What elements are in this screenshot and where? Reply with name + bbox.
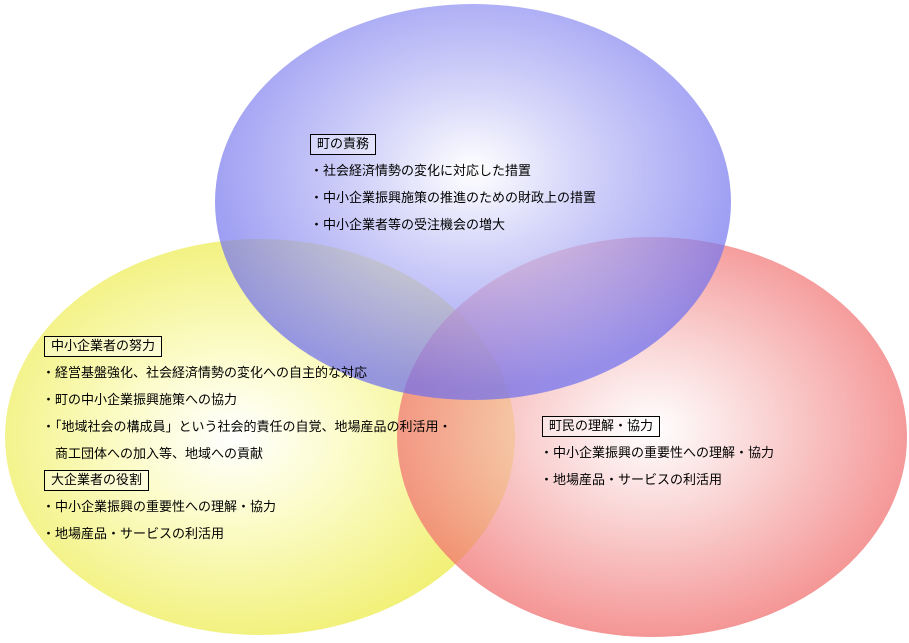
residents-item-2: ・地場産品・サービスの利活用 <box>540 473 723 488</box>
town-block: 町の責務 ・社会経済情勢の変化に対応した措置 ・中小企業振興施策の推進のための財… <box>310 133 596 239</box>
residents-block: 町民の理解・協力 ・中小企業振興の重要性への理解・協力 ・地場産品・サービスの利… <box>540 415 775 494</box>
town-item-2: ・中小企業振興施策の推進のための財政上の措置 <box>310 191 597 206</box>
town-title: 町の責務 <box>310 134 377 155</box>
residents-title: 町民の理解・協力 <box>542 416 661 437</box>
large-block: 大企業者の役割 ・中小企業振興の重要性への理解・協力 ・地場産品・サービスの利活… <box>42 469 277 548</box>
sme-block: 中小企業者の努力 ・経営基盤強化、社会経済情勢の変化への自主的な対応 ・町の中小… <box>42 335 452 468</box>
large-item-1: ・中小企業振興の重要性への理解・協力 <box>42 500 277 515</box>
sme-title: 中小企業者の努力 <box>44 336 163 357</box>
large-title: 大企業者の役割 <box>44 470 150 491</box>
town-item-1: ・社会経済情勢の変化に対応した措置 <box>310 164 532 179</box>
sme-item-1: ・経営基盤強化、社会経済情勢の変化への自主的な対応 <box>42 366 368 381</box>
residents-item-1: ・中小企業振興の重要性への理解・協力 <box>540 446 775 461</box>
sme-item-2: ・町の中小企業振興施策への協力 <box>42 393 238 408</box>
sme-item-4: 商工団体への加入等、地域への貢献 <box>42 447 264 462</box>
town-circle <box>215 4 731 400</box>
sme-item-3: ・「地域社会の構成員」という社会的責任の自覚、地場産品の利活用・ <box>42 420 452 435</box>
large-item-2: ・地場産品・サービスの利活用 <box>42 527 225 542</box>
town-item-3: ・中小企業者等の受注機会の増大 <box>310 218 506 233</box>
